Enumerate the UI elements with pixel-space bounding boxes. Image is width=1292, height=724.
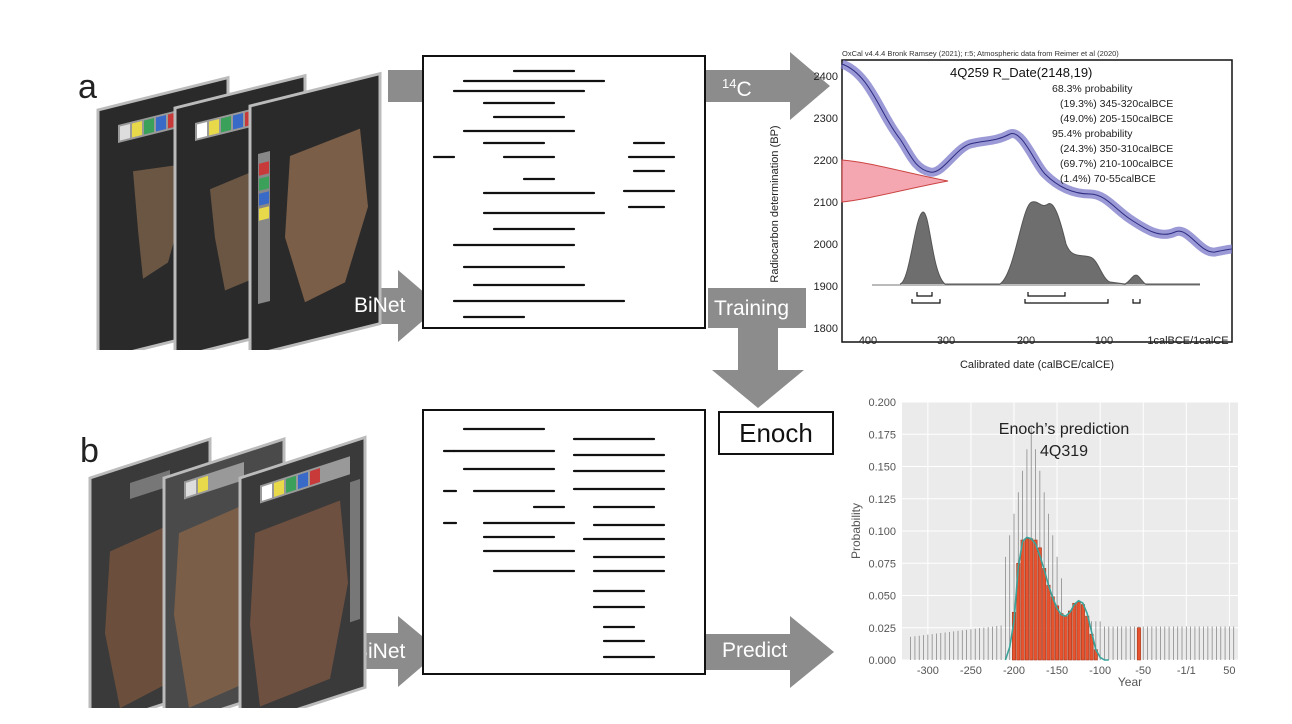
prediction-ytick: 0.075 xyxy=(868,558,896,570)
prediction-bar xyxy=(1024,538,1029,661)
prediction-subtitle: 4Q319 xyxy=(1040,443,1088,460)
prediction-x-ticks: -300 -250 -200 -150 -100 -50 -1/1 50 xyxy=(917,665,1236,677)
prediction-bar xyxy=(1072,602,1077,661)
prediction-bar xyxy=(1033,539,1038,661)
prediction-y-ticks: 0.000 0.025 0.050 0.075 0.100 0.125 0.150 0.175… xyxy=(868,397,896,667)
cal-ytick-3: 2100 xyxy=(814,197,838,209)
c14-letter: C xyxy=(736,78,752,101)
cal-xtick-0: 400 xyxy=(859,335,877,347)
c14-superscript: 14 xyxy=(722,76,737,91)
enoch-model-box: Enoch xyxy=(718,411,834,455)
prediction-bar xyxy=(1080,604,1085,661)
calibration-ylabel: Radiocarbon determination (BP) xyxy=(769,125,781,282)
binet-label-a: BiNet xyxy=(354,294,406,317)
prediction-bar xyxy=(1085,615,1090,661)
prediction-ytick: 0.125 xyxy=(868,494,896,506)
binarized-scroll-image-a xyxy=(422,55,706,329)
prob-line-0: 68.3% probability xyxy=(1052,83,1133,95)
prob-line-3: 95.4% probability xyxy=(1052,128,1133,140)
prediction-ylabel: Probability xyxy=(849,503,863,559)
prob-line-6: (1.4%) 70-55calBCE xyxy=(1060,173,1156,185)
prediction-bar xyxy=(1136,627,1141,661)
prediction-bar xyxy=(1059,613,1064,661)
prediction-bar xyxy=(1020,539,1025,661)
training-label: Training xyxy=(714,297,790,320)
predict-label: Predict xyxy=(722,639,788,662)
cal-ytick-2: 2200 xyxy=(814,155,838,167)
prediction-xlabel: Year xyxy=(1118,675,1142,689)
prediction-xtick: 50 xyxy=(1223,665,1235,677)
prediction-bar xyxy=(1046,584,1051,661)
cal-ytick-1: 2300 xyxy=(814,113,838,125)
calibration-sample-title: 4Q259 R_Date(2148,19) xyxy=(950,65,1092,80)
prediction-ytick: 0.000 xyxy=(868,655,896,667)
predict-arrow-icon xyxy=(700,616,834,688)
prediction-bar xyxy=(1029,538,1034,661)
prediction-xtick: -200 xyxy=(1003,665,1025,677)
calibration-header: OxCal v4.4.4 Bronk Ramsey (2021); r:5; A… xyxy=(842,49,1119,58)
prediction-ytick: 0.175 xyxy=(868,429,896,441)
scroll-photo-stack-a xyxy=(96,71,382,350)
prob-line-1: (19.3%) 345-320calBCE xyxy=(1060,98,1173,110)
prediction-xtick: -150 xyxy=(1046,665,1068,677)
prediction-xtick: -100 xyxy=(1089,665,1111,677)
calibration-xlabel: Calibrated date (calBCE/calCE) xyxy=(960,359,1114,371)
prob-line-5: (69.7%) 210-100calBCE xyxy=(1060,158,1173,170)
binarized-scroll-image-b xyxy=(422,409,706,675)
prediction-bar xyxy=(1068,610,1072,661)
prob-line-2: (49.0%) 205-150calBCE xyxy=(1060,113,1173,125)
scroll-photo-stack-b xyxy=(88,435,367,708)
cal-xtick-4: 1calBCE/1calCE xyxy=(1147,335,1228,347)
panel-label-b: b xyxy=(80,432,99,470)
cal-ytick-0: 2400 xyxy=(814,71,838,83)
prediction-bar xyxy=(1063,615,1068,661)
cal-ytick-4: 2000 xyxy=(814,239,838,251)
training-arrow-icon xyxy=(712,288,804,408)
enoch-prediction-chart: 0.000 0.025 0.050 0.075 0.100 0.125 0.150 0.175… xyxy=(849,397,1238,689)
prediction-bar xyxy=(1076,601,1081,661)
probability-lines: 68.3% probability (19.3%) 345-320calBCE … xyxy=(1052,83,1173,185)
prediction-grid xyxy=(902,401,1238,661)
prediction-ytick: 0.100 xyxy=(868,526,896,538)
prediction-xtick: -1/1 xyxy=(1177,665,1196,677)
probability-range-brackets xyxy=(911,292,1141,304)
prediction-ytick: 0.025 xyxy=(868,623,896,635)
c14-label: 14C xyxy=(722,76,752,102)
calibrated-distribution xyxy=(899,201,1200,285)
panel-label-a: a xyxy=(78,68,97,106)
prediction-xtick: -300 xyxy=(917,665,939,677)
cal-xtick-3: 100 xyxy=(1095,335,1113,347)
prediction-kde-line xyxy=(1004,536,1109,661)
binet-arrow-b-icon xyxy=(344,616,440,687)
binet-label-b: BiNet xyxy=(354,640,406,663)
cal-xtick-2: 200 xyxy=(1017,335,1035,347)
binarized-text-lines-a xyxy=(432,69,676,319)
prediction-xtick: -50 xyxy=(1135,665,1151,677)
cal-ytick-6: 1800 xyxy=(814,323,838,335)
prediction-bar xyxy=(1037,547,1042,661)
binarized-text-lines-b xyxy=(442,427,666,659)
radiocarbon-gaussian xyxy=(841,159,949,203)
prediction-xtick: -250 xyxy=(960,665,982,677)
prediction-bar xyxy=(1042,568,1047,661)
prediction-ytick: 0.200 xyxy=(868,397,896,409)
prediction-bar xyxy=(1050,596,1055,661)
calibration-x-ticks: 400 300 200 100 1calBCE/1calCE xyxy=(859,335,1229,347)
prediction-ytick: 0.050 xyxy=(868,591,896,603)
prob-line-4: (24.3%) 350-310calBCE xyxy=(1060,143,1173,155)
cal-xtick-1: 300 xyxy=(937,335,955,347)
cal-ytick-5: 1900 xyxy=(814,281,838,293)
calibration-plot-frame xyxy=(841,59,1233,343)
prediction-ytick: 0.150 xyxy=(868,462,896,474)
radiocarbon-calibration-chart: OxCal v4.4.4 Bronk Ramsey (2021); r:5; A… xyxy=(769,49,1233,371)
prediction-title: Enoch’s prediction xyxy=(999,421,1129,438)
calibration-y-ticks: 2400 2300 2200 2100 2000 1900 1800 xyxy=(814,71,838,335)
prediction-bar xyxy=(1055,605,1060,661)
